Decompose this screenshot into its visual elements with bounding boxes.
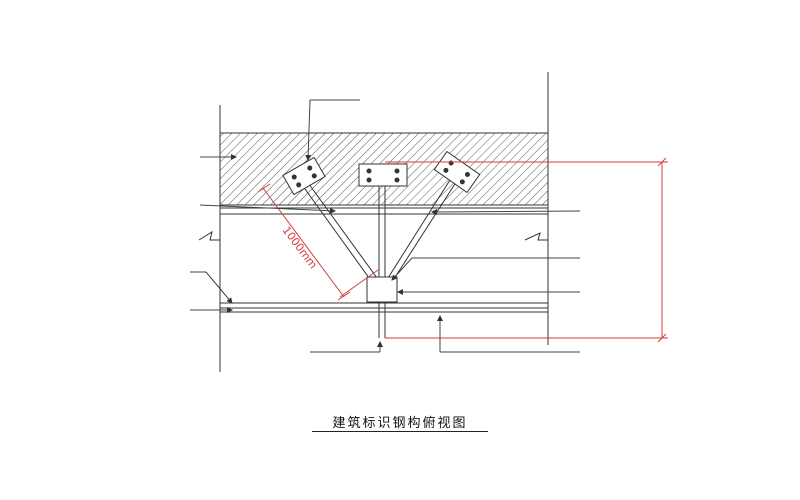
right-brace-outer <box>391 175 461 283</box>
callout-top-anchor-leader <box>305 99 312 161</box>
dimension-tick-2 <box>337 291 351 301</box>
right-brace-inner <box>387 171 456 279</box>
dimension-diagonal-line <box>262 187 345 298</box>
callout-connector-leader-2 <box>391 257 413 281</box>
drawing-title: 建筑标识钢构俯视图 <box>332 416 468 431</box>
dimension-extension <box>339 269 379 298</box>
left-brace-inner <box>305 179 378 279</box>
callout-left-beam-1b <box>205 271 233 304</box>
dimension-label: 1000mm <box>280 224 320 271</box>
left-brace-outer <box>299 181 373 283</box>
anchor-plate-left <box>282 156 326 196</box>
base-connector-plate <box>366 276 398 303</box>
left-break-line <box>198 230 220 241</box>
red-vertical-tick-top <box>657 157 667 167</box>
red-vertical-tick-bottom <box>657 333 667 343</box>
callout-left-beam-leader <box>199 204 336 214</box>
anchor-plate-center <box>358 163 408 187</box>
callout-right-beam-leader <box>431 208 581 215</box>
drawing-title-underline <box>312 431 488 432</box>
dimension-tick-1 <box>257 183 271 193</box>
right-break-line <box>524 232 548 241</box>
